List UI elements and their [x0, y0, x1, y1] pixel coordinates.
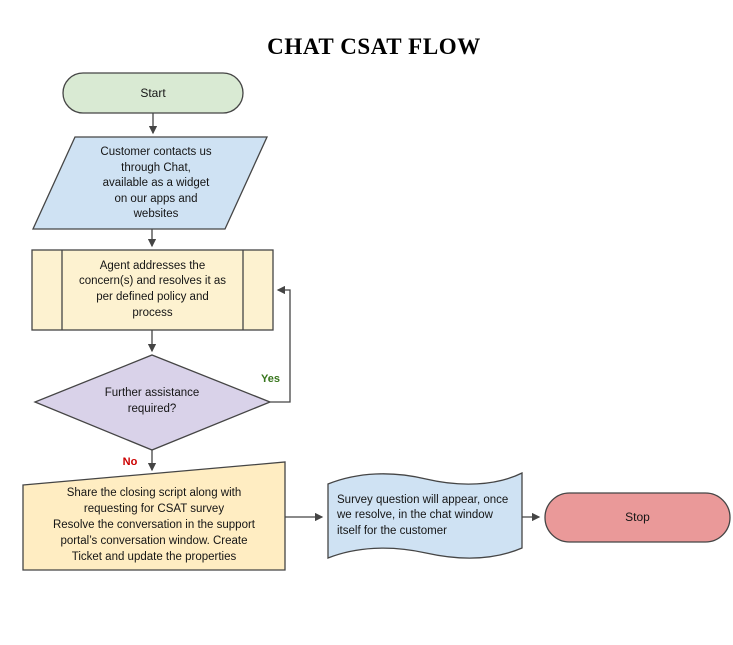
start-node-shape — [62, 72, 244, 114]
decision-node-text: Further assistance required? — [104, 387, 200, 415]
agent-process-shape — [31, 249, 274, 331]
closing-manual-input-shape — [22, 461, 286, 571]
survey-node-text: Survey question will appear, once we res… — [337, 493, 509, 537]
page-title: CHAT CSAT FLOW — [267, 34, 481, 59]
yes-edge-label: Yes — [261, 373, 280, 385]
start-node-label: Start — [140, 85, 166, 100]
edge-decision-yes-loop — [270, 285, 291, 403]
survey-document-shape — [327, 471, 523, 559]
contact-parallelogram-shape — [31, 136, 269, 230]
stop-node-label: Stop — [625, 510, 650, 525]
agent-node-text: Agent addresses the concern(s) and resol… — [78, 259, 226, 319]
contact-node-text: Customer contacts us through Chat, avail… — [100, 145, 212, 221]
decision-diamond-shape — [33, 354, 272, 451]
closing-node-text: Share the closing script along with requ… — [52, 486, 255, 564]
stop-node-shape — [544, 492, 731, 543]
no-edge-label: No — [122, 456, 138, 468]
agent-process-side-bars — [61, 250, 244, 330]
